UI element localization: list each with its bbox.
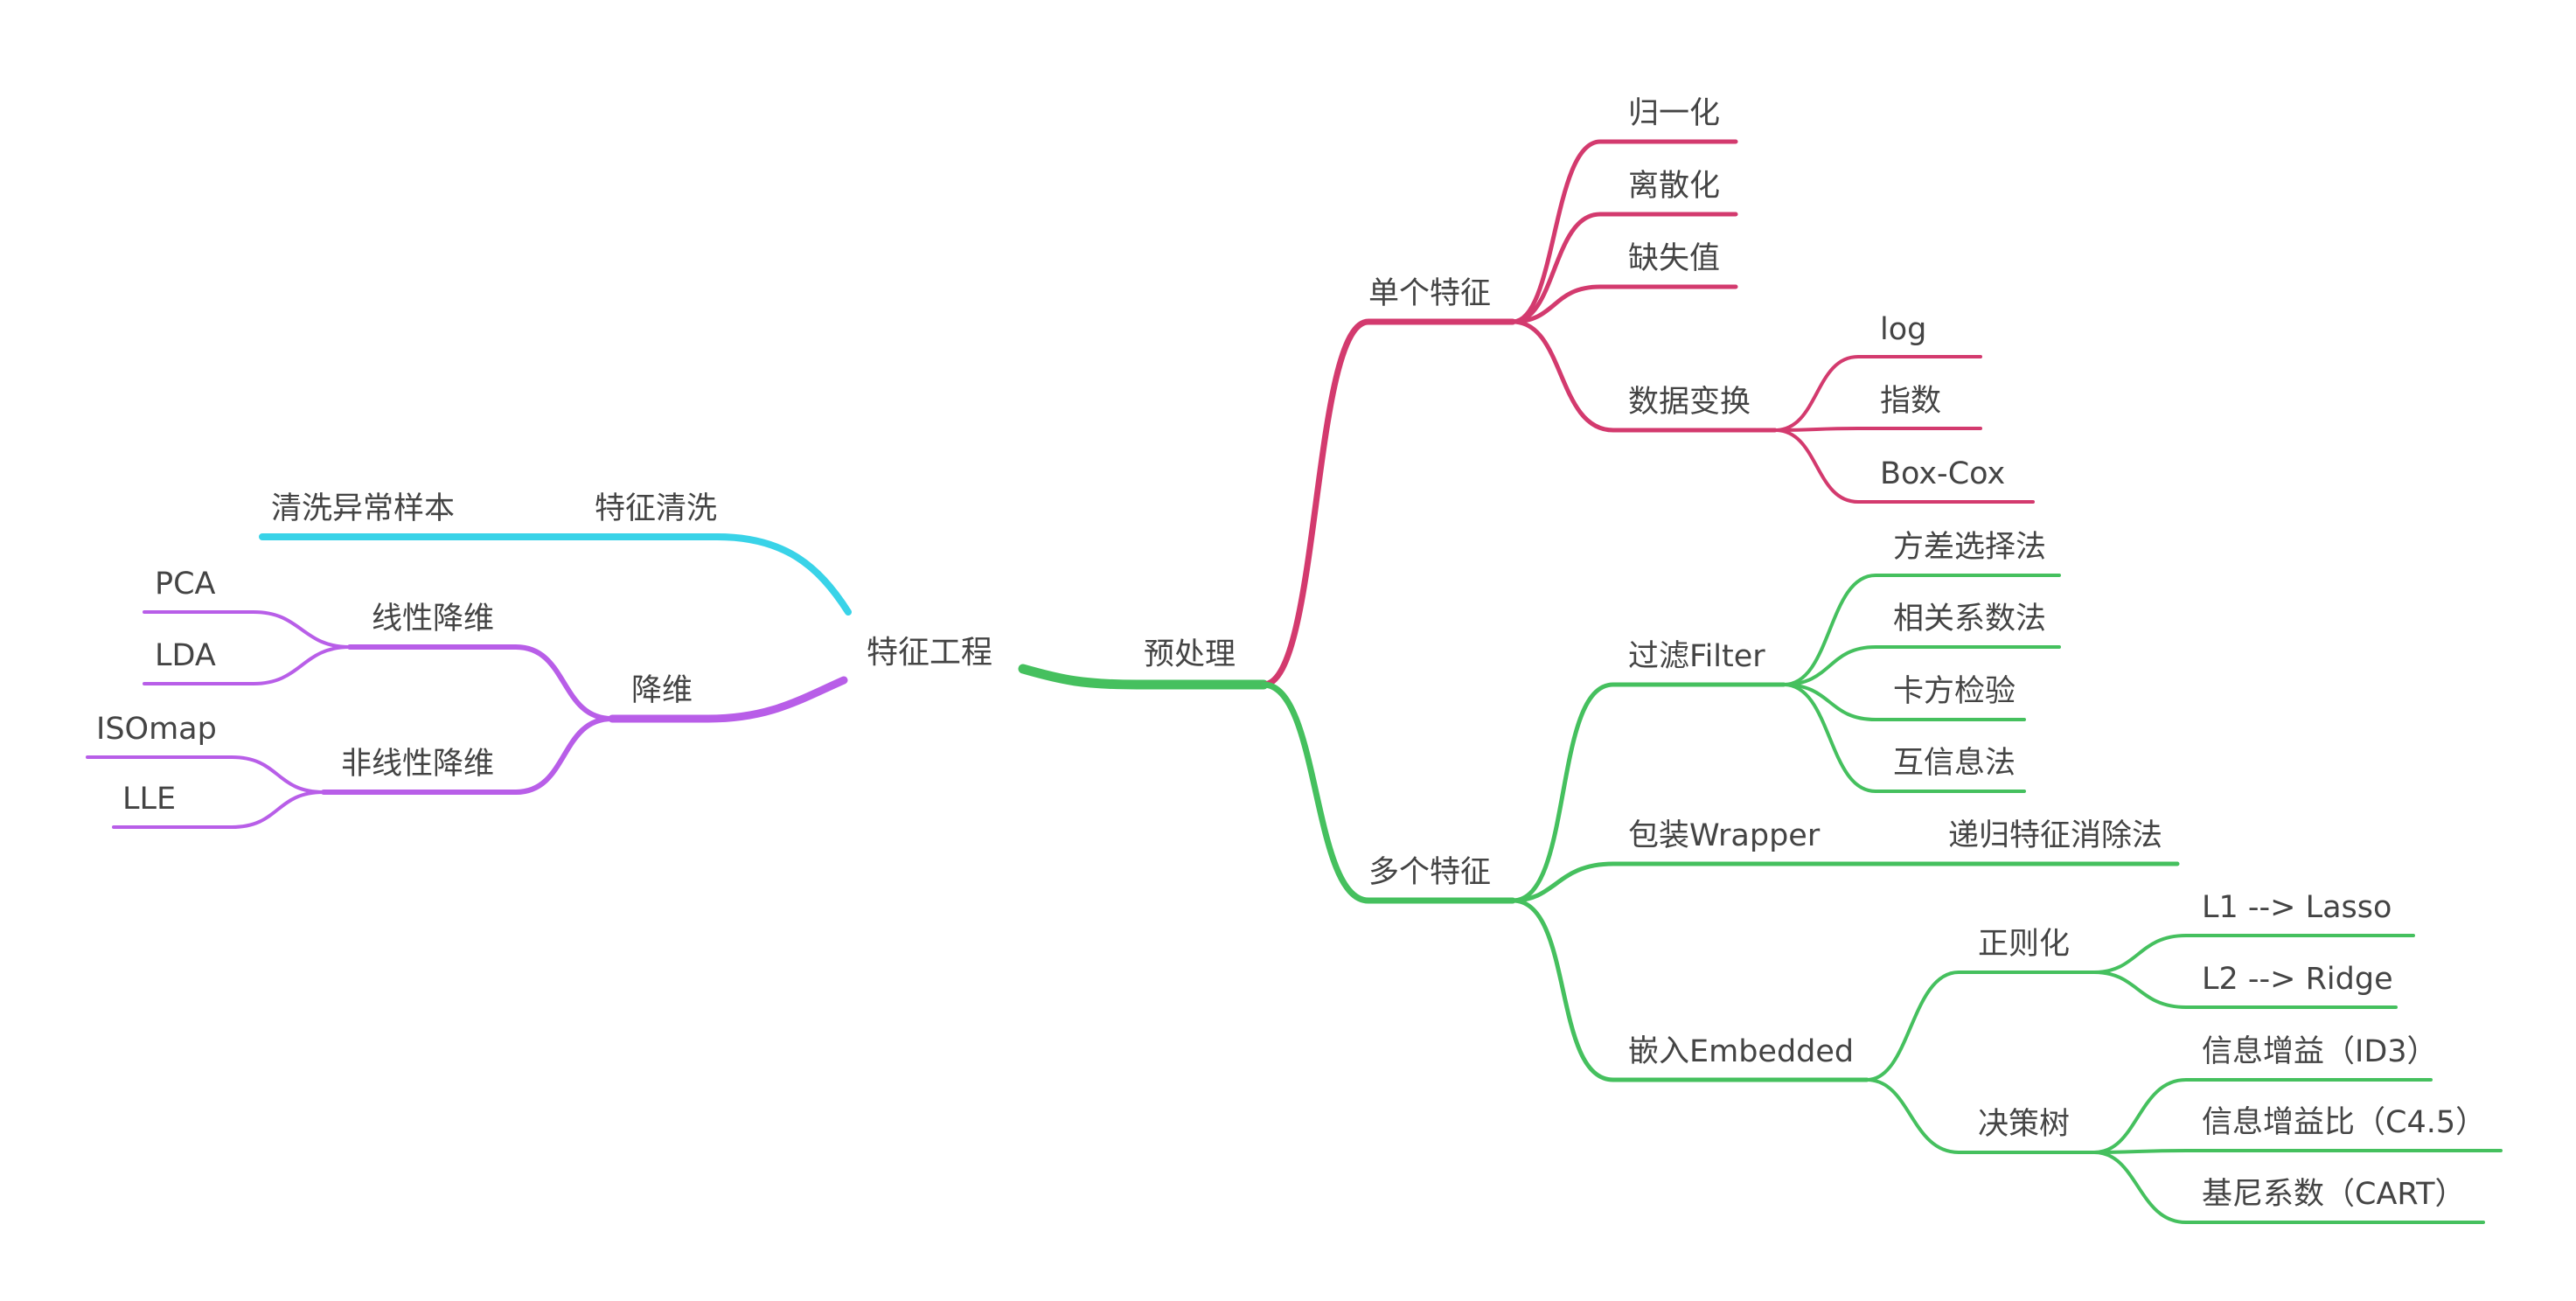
edge-reg-l1 [2092, 934, 2415, 974]
edge-multi-embedded [1510, 898, 1869, 1082]
edge-linear-lda [143, 645, 352, 685]
node-linear-dimred[interactable]: 线性降维 [372, 602, 494, 637]
edge-filter-chi [1782, 683, 2026, 721]
node-l2-ridge[interactable]: L2 --> Ridge [2202, 962, 2393, 997]
edge-reg-l2 [2092, 971, 2398, 1009]
node-decision-tree[interactable]: 决策树 [1978, 1107, 2070, 1142]
node-preprocess[interactable]: 预处理 [1144, 637, 1236, 672]
edge-multi-wrapper [1510, 861, 2180, 903]
node-mutual-info[interactable]: 互信息法 [1893, 746, 2016, 781]
labels: 特征工程 预处理 单个特征 归一化 离散化 缺失值 数据变换 log 指数 Bo… [96, 96, 2486, 1212]
edge-single-discrete [1510, 212, 1738, 324]
node-nonlinear-dimred[interactable]: 非线性降维 [341, 747, 494, 782]
node-boxcox[interactable]: Box-Cox [1880, 456, 2005, 491]
edge-root-dimred [608, 676, 848, 723]
connectors [86, 139, 2503, 1224]
edge-embedded-reg [1865, 971, 2096, 1082]
node-log[interactable]: log [1880, 312, 1926, 347]
node-isomap[interactable]: ISOmap [96, 712, 217, 747]
edge-nonlinear-isomap [86, 755, 325, 794]
node-lle[interactable]: LLE [122, 782, 176, 817]
edge-transform-log [1773, 355, 1982, 432]
edge-preprocess-single [1260, 318, 1516, 688]
edge-single-missing [1510, 284, 1738, 324]
node-clean-outliers[interactable]: 清洗异常样本 [271, 491, 455, 526]
node-lda[interactable]: LDA [155, 638, 216, 673]
node-cart[interactable]: 基尼系数（CART） [2202, 1177, 2466, 1212]
edge-dimred-linear [347, 644, 615, 721]
node-wrapper[interactable]: 包装Wrapper [1628, 818, 1821, 853]
edge-embedded-tree [1865, 1078, 2096, 1154]
node-rfe[interactable]: 递归特征消除法 [1948, 818, 2162, 853]
node-cleaning[interactable]: 特征清洗 [595, 491, 717, 526]
edge-filter-variance [1782, 574, 2061, 686]
node-filter[interactable]: 过滤Filter [1628, 639, 1765, 674]
edge-transform-boxcox [1773, 428, 2035, 504]
edge-linear-pca [143, 610, 352, 649]
node-regularization[interactable]: 正则化 [1978, 927, 2070, 962]
node-single-feature[interactable]: 单个特征 [1368, 276, 1491, 311]
node-correlation[interactable]: 相关系数法 [1893, 602, 2046, 637]
node-multi-feature[interactable]: 多个特征 [1368, 855, 1491, 890]
node-dimred[interactable]: 降维 [631, 673, 693, 708]
node-exp[interactable]: 指数 [1880, 384, 1941, 419]
node-normalize[interactable]: 归一化 [1628, 96, 1720, 131]
edge-filter-corr [1782, 645, 2061, 686]
root-node[interactable]: 特征工程 [867, 635, 992, 671]
edge-root-preprocess [1018, 664, 1269, 690]
edge-root-cleaning [259, 533, 852, 616]
node-variance[interactable]: 方差选择法 [1893, 530, 2046, 565]
edge-preprocess-multi [1260, 681, 1516, 904]
node-c45[interactable]: 信息增益比（C4.5） [2202, 1105, 2486, 1140]
node-l1-lasso[interactable]: L1 --> Lasso [2202, 890, 2392, 925]
edge-multi-filter [1510, 682, 1786, 903]
edge-single-norm [1510, 139, 1738, 324]
node-transform[interactable]: 数据变换 [1628, 385, 1751, 420]
edge-single-transform [1510, 319, 1778, 433]
edge-tree-cart [2092, 1151, 2485, 1224]
node-embedded[interactable]: 嵌入Embedded [1628, 1034, 1854, 1069]
node-pca[interactable]: PCA [155, 567, 216, 602]
edge-transform-exp [1773, 427, 1982, 432]
node-missing[interactable]: 缺失值 [1628, 241, 1720, 276]
edge-nonlinear-lle [112, 790, 325, 829]
edge-tree-id3 [2092, 1078, 2433, 1154]
edge-dimred-nonlinear [321, 716, 615, 795]
node-chi-square[interactable]: 卡方检验 [1893, 674, 2016, 709]
node-discretize[interactable]: 离散化 [1628, 169, 1720, 204]
node-id3[interactable]: 信息增益（ID3） [2202, 1034, 2438, 1069]
edge-tree-c45 [2092, 1149, 2503, 1154]
edge-filter-mi [1782, 683, 2026, 793]
